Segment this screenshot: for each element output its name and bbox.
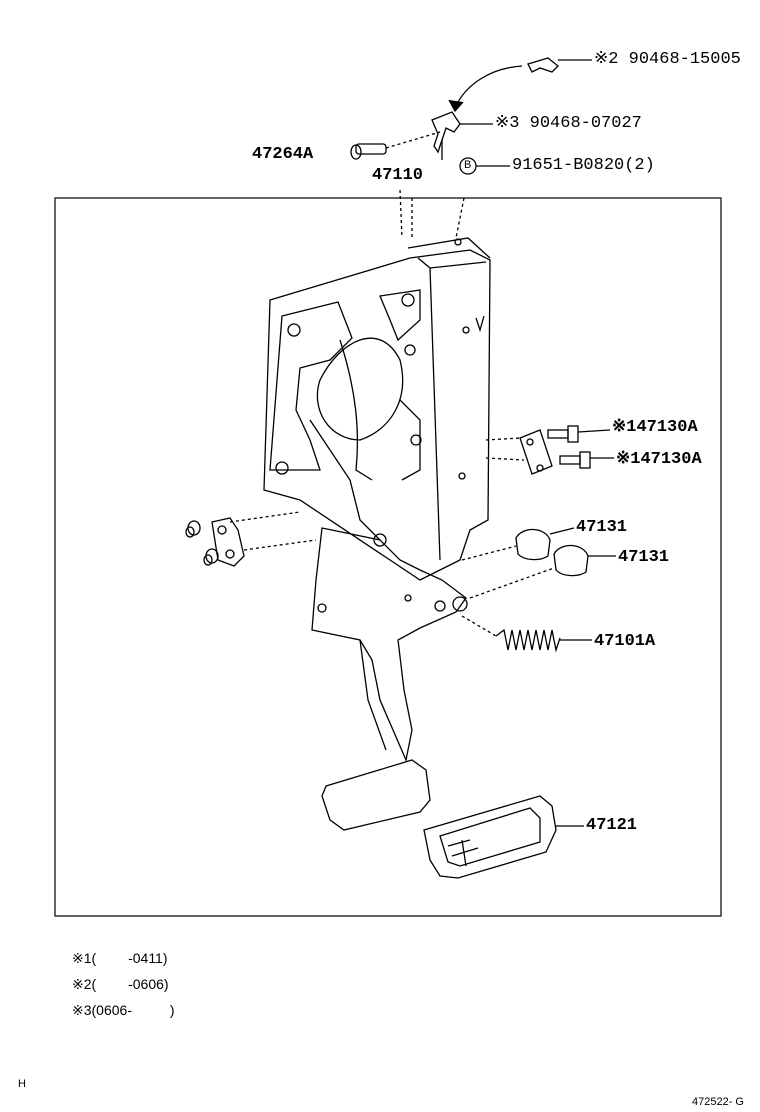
clip-90468-07027	[431, 111, 461, 154]
label-47131-upper: 47131	[576, 518, 628, 537]
label-47101a: 47101A	[594, 632, 656, 651]
label-47121: 47121	[586, 816, 638, 835]
label-90468-07027: ※3 90468-07027	[495, 114, 642, 133]
note-1: ※1( -0411)	[72, 950, 168, 967]
bushing-set-left	[185, 517, 245, 567]
bracket-47110	[263, 237, 491, 581]
label-47131-lower: 47131	[618, 548, 670, 567]
clip-90468-15005	[527, 57, 559, 73]
pedal-arm	[311, 527, 468, 763]
label-47110: 47110	[372, 166, 424, 185]
label-91651-b0820: 91651-B0820(2)	[512, 156, 655, 175]
note-2-mark: ※2(	[72, 976, 97, 992]
note-3: ※3(0606- )	[72, 1002, 175, 1019]
curved-arrow	[454, 65, 523, 109]
bolts-47130a	[485, 425, 614, 475]
note-3-mark: ※3(0606-	[72, 1002, 132, 1018]
label-47264a: 47264A	[252, 145, 314, 164]
label-90468-15005: ※2 90468-15005	[594, 50, 741, 69]
footer-left-code: H	[18, 1078, 26, 1090]
pin-47264a	[355, 143, 387, 155]
label-47130a-lower: ※147130A	[616, 450, 702, 469]
diagram-frame	[54, 197, 722, 917]
note-1-range: -0411)	[128, 950, 168, 966]
pad-cover-47121	[423, 795, 584, 879]
label-47130a-upper: ※147130A	[612, 418, 698, 437]
note-1-mark: ※1(	[72, 950, 97, 966]
note-3-close: )	[169, 1002, 175, 1018]
note-2-range: -0606)	[128, 976, 169, 992]
note-2: ※2( -0606)	[72, 976, 169, 993]
bolt-b-letter: B	[464, 159, 472, 171]
pedal-pad	[321, 759, 431, 831]
stoppers-47131	[461, 527, 616, 599]
footer-diagram-code: 472522- G	[692, 1096, 744, 1108]
spring-47101a	[461, 615, 592, 653]
